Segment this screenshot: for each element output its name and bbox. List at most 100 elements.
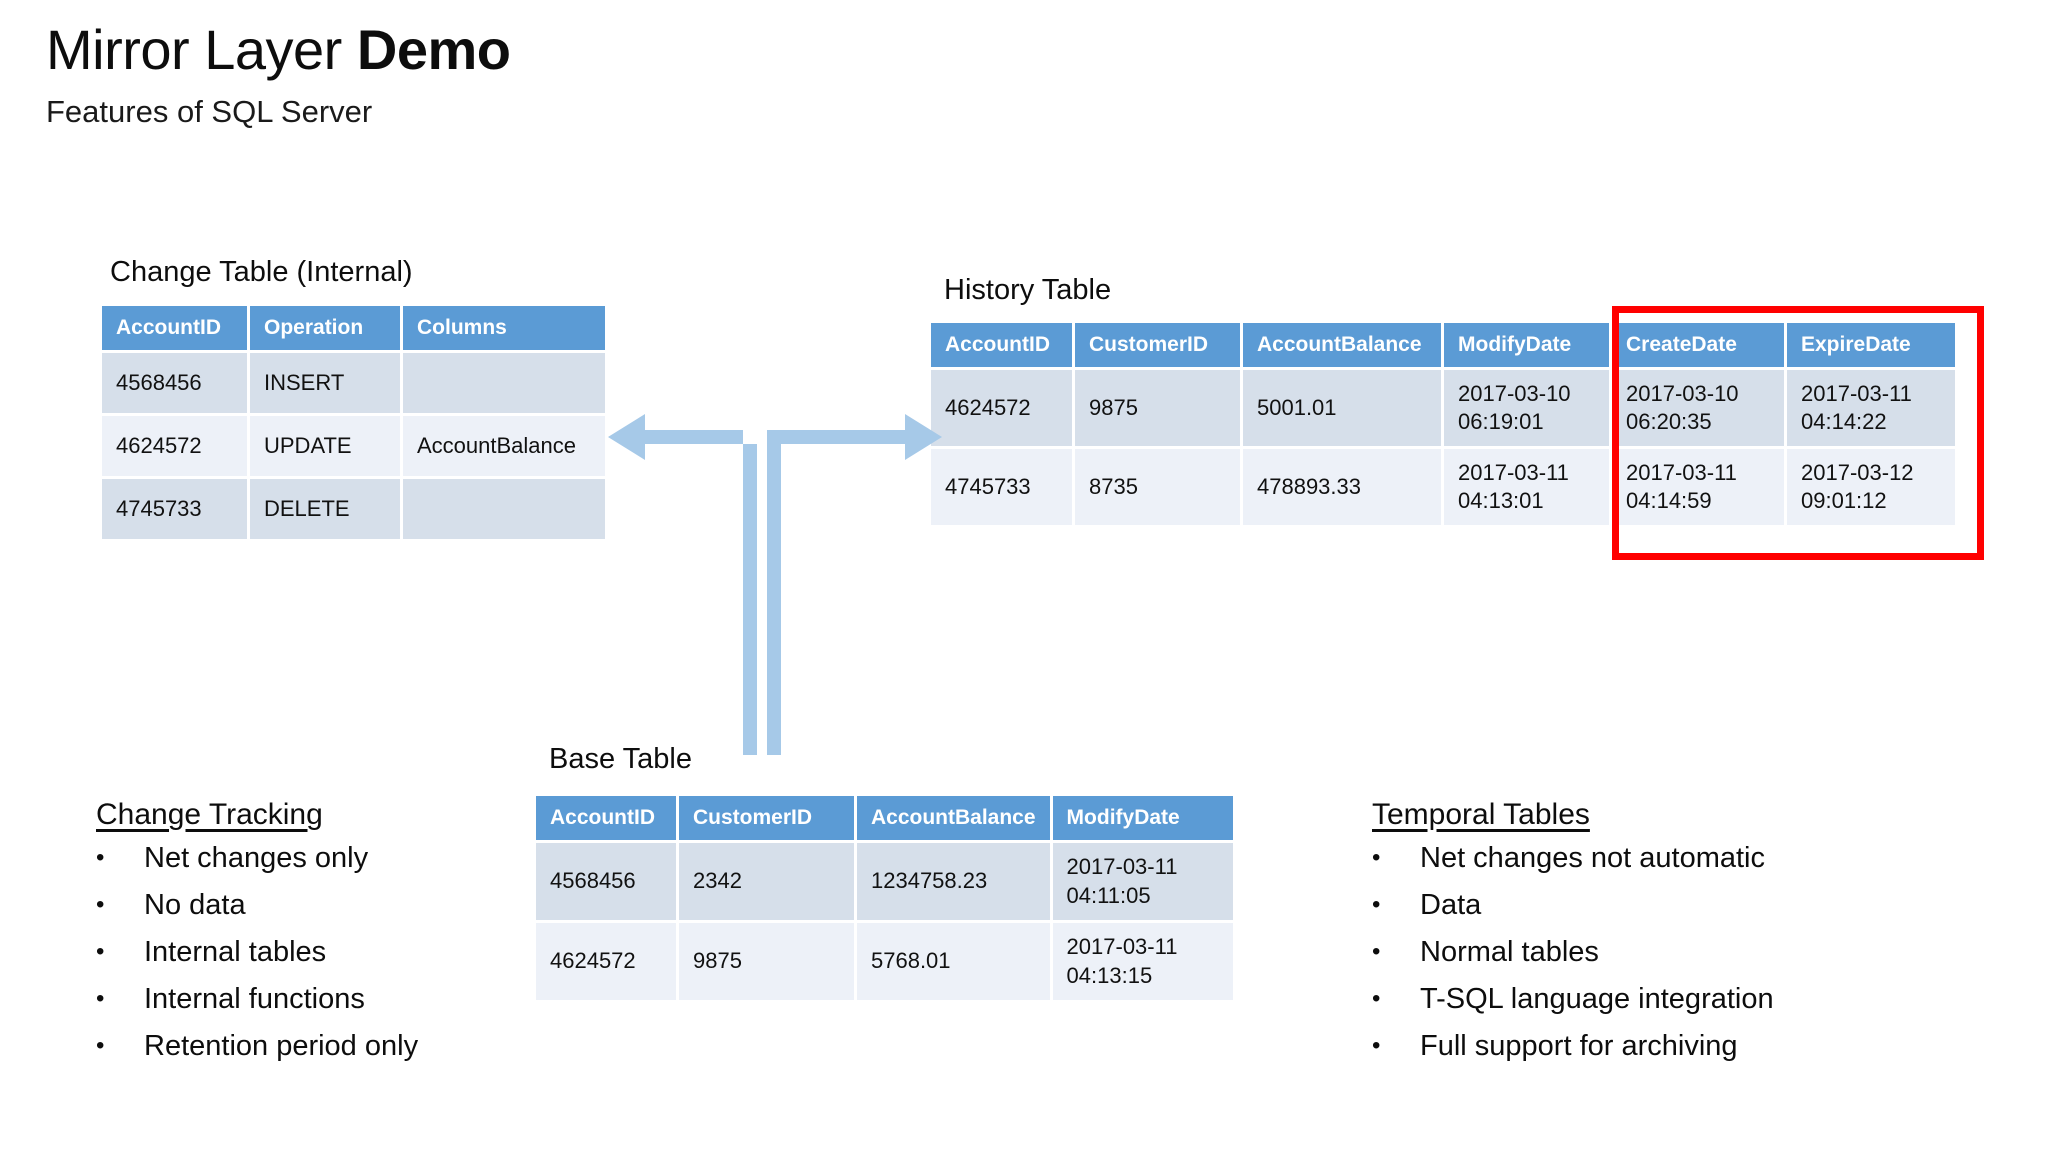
change-table: AccountID Operation Columns 4568456 INSE… — [99, 303, 608, 542]
cell-accountid: 4624572 — [931, 370, 1072, 446]
list-item: • Net changes not automatic — [1372, 844, 2012, 873]
column-header-customerid: CustomerID — [1075, 323, 1240, 367]
bullet-icon: • — [1372, 1032, 1381, 1059]
list-item: • Internal functions — [96, 985, 736, 1014]
cell-createdate-date: 2017-03-10 — [1626, 380, 1739, 406]
cell-accountid: 4745733 — [102, 479, 247, 539]
bullet-icon: • — [96, 1032, 105, 1059]
cell-modifydate-date: 2017-03-11 — [1458, 459, 1569, 485]
cell-createdate: 2017-03-10 06:20:35 — [1612, 370, 1784, 446]
cell-operation: UPDATE — [250, 416, 400, 476]
cell-modifydate: 2017-03-11 04:11:05 — [1052, 843, 1233, 920]
list-item-label: Full support for archiving — [1420, 1030, 1738, 1062]
bullet-icon: • — [96, 891, 105, 918]
cell-expiredate: 2017-03-11 04:14:22 — [1787, 370, 1955, 446]
bullet-icon: • — [96, 844, 105, 871]
table-row: 4624572 UPDATE AccountBalance — [102, 416, 605, 476]
list-item: • No data — [96, 891, 736, 920]
cell-modifydate-time: 04:13:15 — [1066, 962, 1153, 988]
cell-expiredate: 2017-03-12 09:01:12 — [1787, 449, 1955, 525]
cell-expiredate-date: 2017-03-11 — [1801, 380, 1912, 406]
column-header-accountid: AccountID — [536, 796, 676, 840]
cell-modifydate-time: 06:19:01 — [1458, 409, 1544, 434]
connector-arrows — [608, 414, 942, 755]
cell-accountbalance: 5768.01 — [857, 923, 1050, 1000]
cell-accountid: 4745733 — [931, 449, 1072, 525]
list-item: • Full support for archiving — [1372, 1032, 2012, 1061]
cell-columns: AccountBalance — [403, 416, 605, 476]
table-row: 4745733 DELETE — [102, 479, 605, 539]
list-item-label: Data — [1420, 889, 1482, 921]
cell-columns — [403, 353, 605, 413]
table-row: 4745733 8735 478893.33 2017-03-11 04:13:… — [931, 449, 1955, 525]
base-table-caption: Base Table — [549, 743, 692, 775]
column-header-accountid: AccountID — [102, 306, 247, 350]
column-header-accountid: AccountID — [931, 323, 1072, 367]
cell-accountbalance: 5001.01 — [1243, 370, 1441, 446]
temporal-tables-list: Temporal Tables • Net changes not automa… — [1372, 800, 2012, 1079]
list-item-label: Internal functions — [144, 983, 365, 1015]
list-item-label: No data — [144, 889, 246, 921]
cell-customerid: 9875 — [679, 923, 854, 1000]
bullet-icon: • — [96, 938, 105, 965]
history-table: AccountID CustomerID AccountBalance Modi… — [928, 320, 1958, 528]
column-header-customerid: CustomerID — [679, 796, 854, 840]
temporal-tables-items: • Net changes not automatic • Data • Nor… — [1372, 844, 2012, 1061]
page-subtitle: Features of SQL Server — [46, 94, 373, 129]
cell-modifydate-date: 2017-03-11 — [1066, 934, 1178, 960]
list-item-label: Internal tables — [144, 936, 327, 968]
list-item-label: Net changes not automatic — [1420, 842, 1765, 874]
table-row: 4568456 2342 1234758.23 2017-03-11 04:11… — [536, 843, 1233, 920]
cell-customerid: 8735 — [1075, 449, 1240, 525]
cell-createdate-time: 04:14:59 — [1626, 488, 1712, 513]
history-table-caption: History Table — [944, 274, 1112, 306]
cell-accountid: 4624572 — [102, 416, 247, 476]
cell-modifydate: 2017-03-11 04:13:15 — [1052, 923, 1233, 1000]
cell-modifydate: 2017-03-10 06:19:01 — [1444, 370, 1609, 446]
cell-operation: DELETE — [250, 479, 400, 539]
cell-customerid: 2342 — [679, 843, 854, 920]
cell-columns — [403, 479, 605, 539]
table-header-row: AccountID CustomerID AccountBalance Modi… — [931, 323, 1955, 367]
cell-modifydate-time: 04:11:05 — [1066, 882, 1151, 908]
base-table: AccountID CustomerID AccountBalance Modi… — [533, 793, 1236, 1003]
column-header-operation: Operation — [250, 306, 400, 350]
temporal-tables-heading: Temporal Tables — [1372, 798, 1590, 831]
bullet-icon: • — [1372, 938, 1381, 965]
column-header-columns: Columns — [403, 306, 605, 350]
column-header-createdate: CreateDate — [1612, 323, 1784, 367]
bullet-icon: • — [1372, 985, 1381, 1012]
page-title: Mirror Layer Demo — [46, 22, 1046, 78]
list-item-label: T-SQL language integration — [1420, 983, 1774, 1015]
list-item: • Net changes only — [96, 844, 736, 873]
list-item-label: Net changes only — [144, 842, 369, 874]
bullet-icon: • — [1372, 844, 1381, 871]
cell-accountbalance: 478893.33 — [1243, 449, 1441, 525]
bullet-icon: • — [96, 985, 105, 1012]
title-block: Mirror Layer Demo Features of SQL Server — [46, 22, 1046, 129]
change-tracking-items: • Net changes only • No data • Internal … — [96, 844, 736, 1061]
list-item-label: Retention period only — [144, 1030, 419, 1062]
page-title-regular: Mirror Layer — [46, 18, 357, 81]
list-item: • Data — [1372, 891, 2012, 920]
cell-expiredate-time: 04:14:22 — [1801, 409, 1887, 434]
column-header-accountbalance: AccountBalance — [857, 796, 1050, 840]
cell-modifydate-date: 2017-03-11 — [1066, 854, 1178, 880]
cell-modifydate: 2017-03-11 04:13:01 — [1444, 449, 1609, 525]
column-header-modifydate: ModifyDate — [1444, 323, 1609, 367]
cell-expiredate-date: 2017-03-12 — [1801, 459, 1914, 485]
cell-accountid: 4624572 — [536, 923, 676, 1000]
cell-createdate-time: 06:20:35 — [1626, 409, 1712, 434]
cell-createdate-date: 2017-03-11 — [1626, 459, 1737, 485]
list-item: • T-SQL language integration — [1372, 985, 2012, 1014]
list-item: • Internal tables — [96, 938, 736, 967]
list-item-label: Normal tables — [1420, 936, 1599, 968]
list-item: • Retention period only — [96, 1032, 736, 1061]
cell-modifydate-time: 04:13:01 — [1458, 488, 1544, 513]
table-header-row: AccountID Operation Columns — [102, 306, 605, 350]
cell-customerid: 9875 — [1075, 370, 1240, 446]
change-tracking-heading: Change Tracking — [96, 798, 323, 831]
table-row: 4624572 9875 5768.01 2017-03-11 04:13:15 — [536, 923, 1233, 1000]
cell-accountbalance: 1234758.23 — [857, 843, 1050, 920]
table-header-row: AccountID CustomerID AccountBalance Modi… — [536, 796, 1233, 840]
